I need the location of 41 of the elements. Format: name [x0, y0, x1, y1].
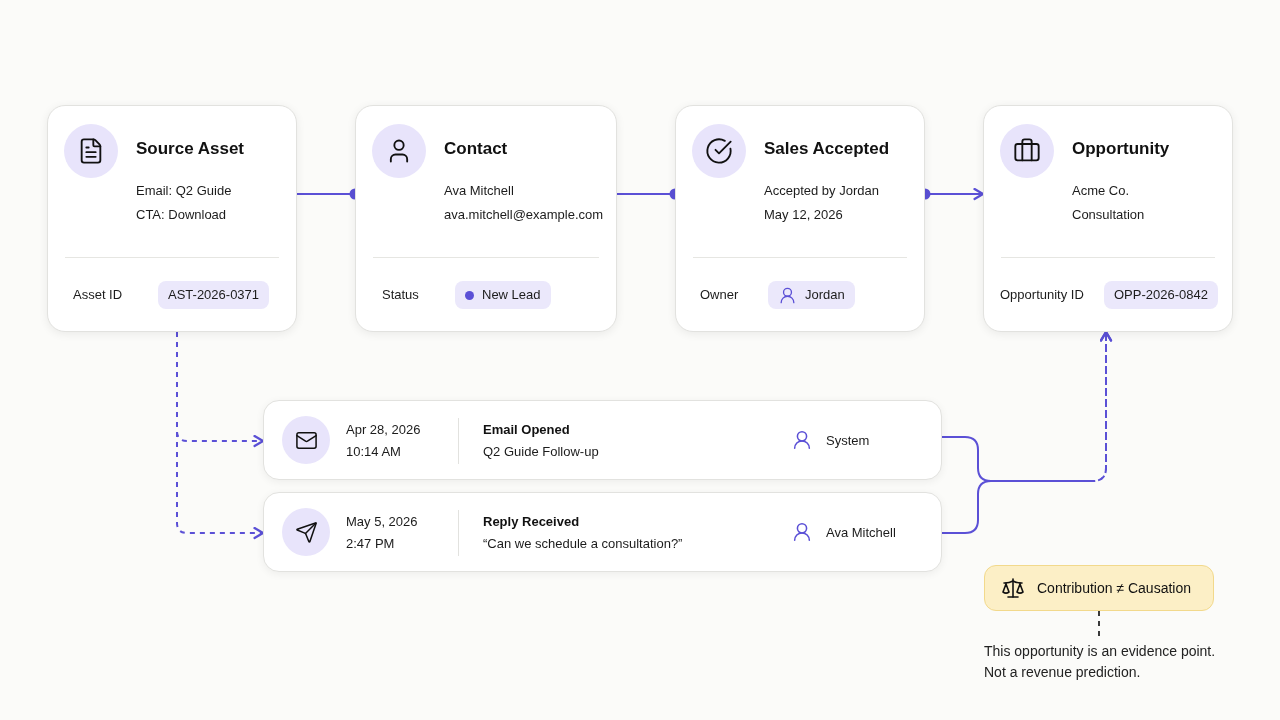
- event-row: [263, 492, 942, 572]
- card-detail: Accepted by Jordan: [764, 182, 879, 200]
- event-time: 2:47 PM: [346, 535, 395, 553]
- event-title: Email Opened: [483, 421, 570, 439]
- note-text: This opportunity is an evidence point. Not a revenue prediction.: [984, 642, 1217, 682]
- stage-card: [675, 105, 925, 332]
- event-title: Reply Received: [483, 513, 580, 531]
- card-detail: Email: Q2 Guide: [136, 182, 232, 200]
- event-description: “Can we schedule a consultation?”: [483, 535, 683, 553]
- id-badge: AST-2026-0371: [158, 281, 270, 309]
- card-detail: Ava Mitchell: [444, 182, 514, 200]
- badge-label: New Lead: [482, 286, 541, 304]
- card-detail: Acme Co.: [1072, 182, 1130, 200]
- callout-box: [984, 565, 1214, 611]
- card-detail: ava.mitchell@example.com: [444, 206, 604, 224]
- field-label: Status: [382, 286, 419, 304]
- event-row: [263, 400, 942, 480]
- callout-text: Contribution ≠ Causation: [1037, 579, 1191, 598]
- field-label: Opportunity ID: [1000, 286, 1084, 304]
- id-badge: OPP-2026-0842: [1104, 281, 1218, 309]
- actor-name: System: [826, 432, 870, 450]
- field-label: Owner: [700, 286, 739, 304]
- event-time: 10:14 AM: [346, 443, 401, 461]
- stage-card: [983, 105, 1233, 332]
- event-date: Apr 28, 2026: [346, 421, 421, 439]
- arrow: [176, 331, 265, 540]
- arrow: [941, 330, 1113, 534]
- card-title: Source Asset: [136, 138, 245, 160]
- card-detail: Consultation: [1072, 206, 1145, 224]
- event-description: Q2 Guide Follow-up: [483, 443, 599, 461]
- badge-label: Jordan: [805, 286, 845, 304]
- actor-name: Ava Mitchell: [826, 524, 896, 542]
- card-detail: May 12, 2026: [764, 206, 843, 224]
- card-title: Opportunity: [1072, 138, 1170, 160]
- event-date: May 5, 2026: [346, 513, 418, 531]
- card-title: Contact: [444, 138, 508, 160]
- stage-card: [355, 105, 617, 332]
- card-title: Sales Accepted: [764, 138, 890, 160]
- card-detail: CTA: Download: [136, 206, 227, 224]
- field-label: Asset ID: [73, 286, 123, 304]
- stage-card: [47, 105, 297, 332]
